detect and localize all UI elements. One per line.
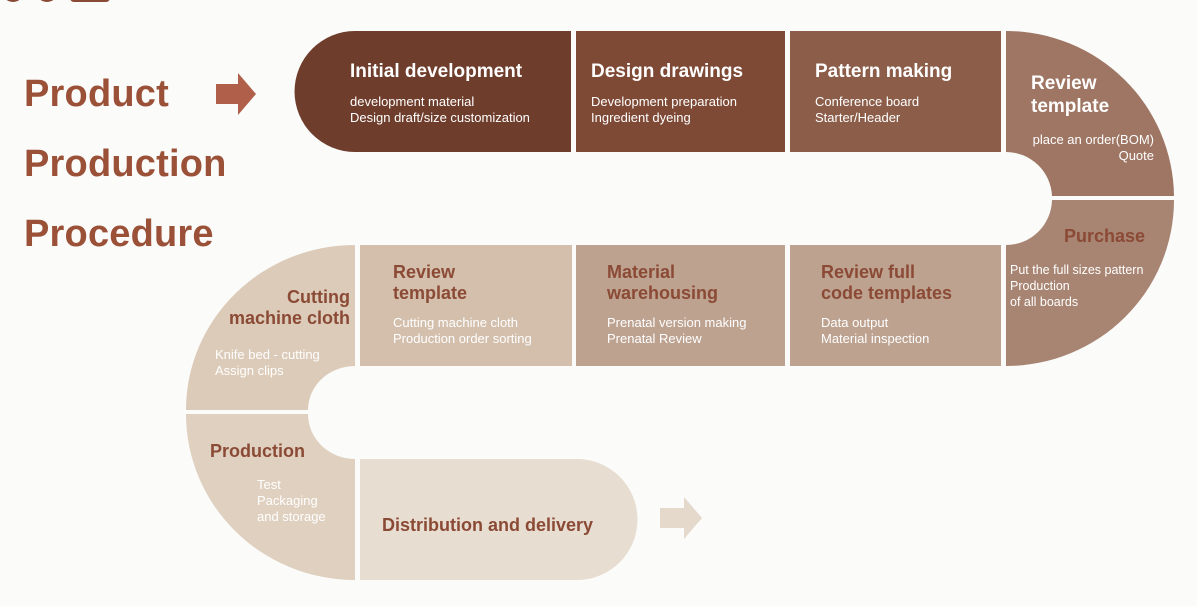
step-title: Cutting machine cloth [228, 287, 350, 328]
step-design-drawings-shape [576, 31, 785, 152]
step-material-warehousing-shape [576, 245, 785, 366]
cutoff-letter-shape [36, 0, 58, 2]
step-title: Production [210, 441, 305, 461]
step-title: Pattern making [815, 61, 953, 82]
step-details: Conference board Starter/Header [815, 94, 920, 125]
step-details: Knife bed - cutting Assign clips [215, 347, 320, 378]
step-title: Design drawings [591, 61, 744, 82]
step-initial-development-shape [294, 31, 571, 152]
title-procedure: Procedure [24, 213, 214, 255]
step-review-template-top-shape [1006, 31, 1174, 196]
title-product: Product [24, 73, 169, 115]
arrow-right-icon [216, 73, 256, 115]
step-details: development material Design draft/size c… [350, 94, 530, 125]
step-title: Distribution and delivery [382, 515, 594, 535]
step-title: Initial development [350, 61, 523, 82]
title-cutoff-fragment [0, 0, 220, 8]
step-title: Review template [393, 262, 468, 303]
step-details: Put the full sizes pattern Production of… [1010, 263, 1144, 309]
step-details: Data output Material inspection [821, 315, 930, 346]
step-review-template-mid-shape [360, 245, 572, 366]
step-details: Test Packaging and storage [257, 477, 326, 524]
step-pattern-making-shape [790, 31, 1001, 152]
step-cutting-machine-cloth-shape [186, 245, 355, 410]
step-details: Cutting machine cloth Production order s… [393, 315, 532, 346]
step-distribution-shape [360, 459, 638, 580]
cutoff-letter-shape [70, 0, 110, 2]
step-review-full-code-shape [790, 245, 1001, 366]
step-details: Prenatal version making Prenatal Review [607, 315, 747, 346]
step-production-shape [186, 414, 355, 580]
step-title: Material warehousing [607, 262, 719, 303]
cutoff-letter-shape [2, 0, 24, 2]
arrow-right-icon [660, 497, 702, 539]
step-details: place an order(BOM) Quote [1032, 132, 1154, 163]
step-details: Development preparation Ingredient dyein… [591, 94, 737, 125]
step-title: Review template [1031, 73, 1110, 117]
step-purchase-shape [1006, 200, 1174, 366]
title-production: Production [24, 143, 227, 185]
step-title: Review full code templates [821, 262, 953, 303]
step-title: Purchase [1064, 226, 1146, 246]
